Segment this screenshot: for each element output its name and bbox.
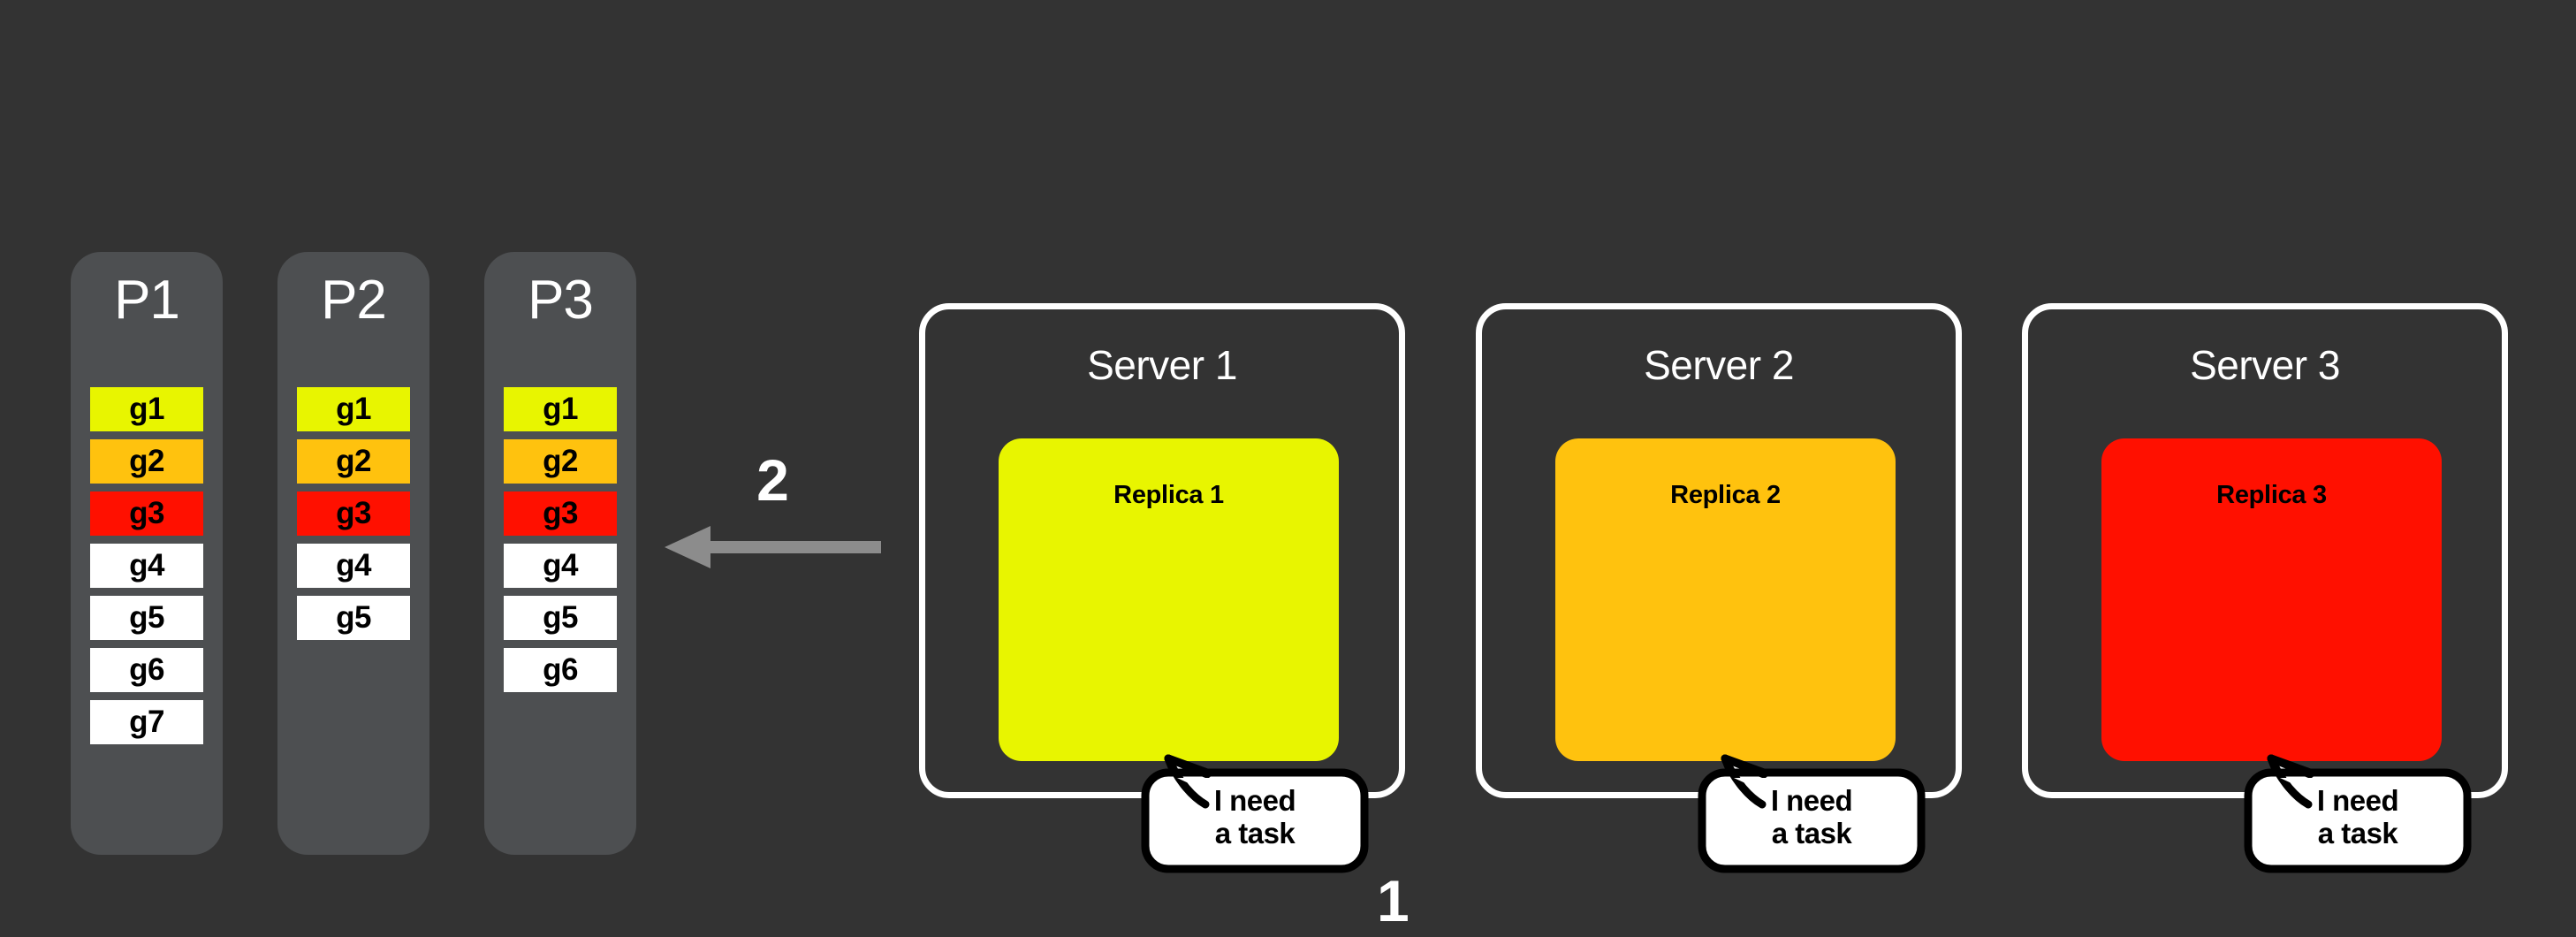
replica-box[interactable]: Replica 1 <box>999 438 1339 761</box>
speech-bubble-shape <box>1698 754 1926 873</box>
speech-bubble-text: I need a task <box>1770 784 1853 849</box>
speech-bubble: I need a task <box>1698 753 1926 873</box>
partition-slot[interactable]: g1 <box>297 387 410 431</box>
partition-column[interactable]: P1 g1 g2 g3 g4 g5 g6 g7 <box>71 252 223 855</box>
partition-column[interactable]: P3 g1 g2 g3 g4 g5 g6 <box>484 252 636 855</box>
partition-slot[interactable]: g6 <box>504 648 617 692</box>
replica-box[interactable]: Replica 3 <box>2101 438 2442 761</box>
replica-label: Replica 2 <box>1670 481 1781 509</box>
partition-slot[interactable]: g4 <box>90 544 203 588</box>
replica-label: Replica 1 <box>1113 481 1224 509</box>
partition-slot[interactable]: g5 <box>504 596 617 640</box>
server-title: Server 2 <box>1644 342 1794 388</box>
partition-slot[interactable]: g4 <box>297 544 410 588</box>
left-arrow-icon <box>665 526 881 568</box>
server-box[interactable]: Server 3 Replica 3 <box>2022 303 2508 798</box>
replica-label: Replica 3 <box>2216 481 2327 509</box>
partition-slot[interactable]: g3 <box>504 491 617 536</box>
partition-title: P2 <box>321 270 387 331</box>
partition-slot[interactable]: g3 <box>297 491 410 536</box>
partition-title: P1 <box>114 270 180 331</box>
partition-title: P3 <box>528 270 594 331</box>
server-title: Server 1 <box>1087 342 1237 388</box>
replica-box[interactable]: Replica 2 <box>1555 438 1896 761</box>
partition-slot[interactable]: g5 <box>90 596 203 640</box>
speech-bubble: I need a task <box>1141 753 1369 873</box>
speech-bubble-text: I need a task <box>2316 784 2399 849</box>
flow-step-label-1: 1 <box>1377 868 1410 933</box>
server-title: Server 3 <box>2190 342 2340 388</box>
partition-slot-stack: g1 g2 g3 g4 g5 <box>297 387 410 648</box>
speech-bubble: I need a task <box>2244 753 2472 873</box>
partition-slot[interactable]: g5 <box>297 596 410 640</box>
partition-slot[interactable]: g7 <box>90 700 203 744</box>
server-box[interactable]: Server 2 Replica 2 <box>1476 303 1962 798</box>
arrow-step-label-2: 2 <box>756 447 789 513</box>
partition-slot[interactable]: g3 <box>90 491 203 536</box>
partition-slot[interactable]: g2 <box>297 439 410 484</box>
partition-slot[interactable]: g2 <box>90 439 203 484</box>
partition-slot-stack: g1 g2 g3 g4 g5 g6 <box>504 387 617 700</box>
partition-slot[interactable]: g4 <box>504 544 617 588</box>
flow-arrow-2: 2 <box>665 451 881 583</box>
partition-column[interactable]: P2 g1 g2 g3 g4 g5 <box>277 252 429 855</box>
server-box[interactable]: Server 1 Replica 1 <box>919 303 1405 798</box>
partition-slot-stack: g1 g2 g3 g4 g5 g6 g7 <box>90 387 203 752</box>
partition-slot[interactable]: g2 <box>504 439 617 484</box>
partition-slot[interactable]: g1 <box>90 387 203 431</box>
speech-bubble-text: I need a task <box>1213 784 1296 849</box>
partition-slot[interactable]: g6 <box>90 648 203 692</box>
speech-bubble-shape <box>2244 754 2472 873</box>
speech-bubble-shape <box>1141 754 1369 873</box>
partition-slot[interactable]: g1 <box>504 387 617 431</box>
